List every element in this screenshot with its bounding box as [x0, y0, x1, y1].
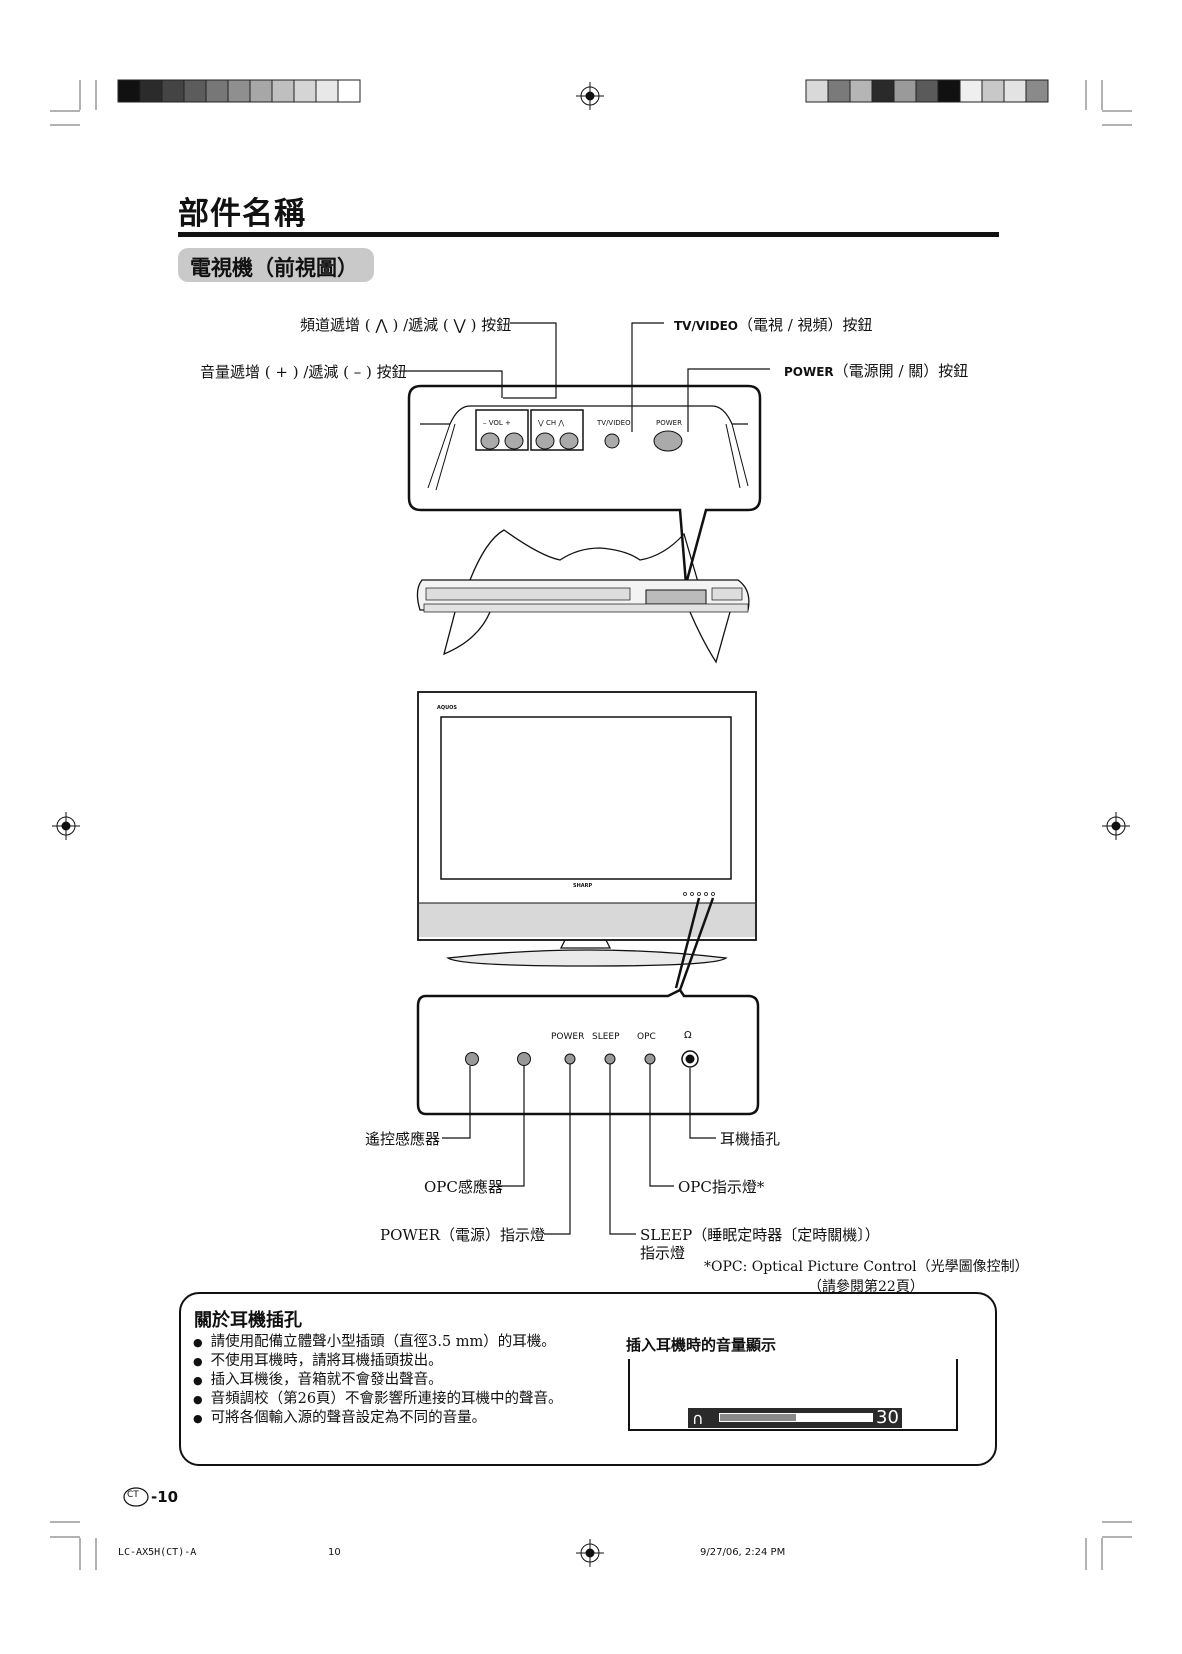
footer-timestamp: 9/27/06, 2:24 PM [700, 1547, 786, 1558]
volume-track [719, 1413, 873, 1422]
page-number-label: -10 [151, 1488, 179, 1506]
panel-label-ch: ⋁ CH ⋀ [538, 419, 565, 427]
callout-opc-indicator: OPC指示燈* [678, 1178, 765, 1196]
region-badge-text: CT [127, 1490, 139, 1500]
footer-page-number: 10 [328, 1547, 341, 1558]
callout-remote-sensor: 遙控感應器 [365, 1130, 441, 1148]
callout-vol-buttons: 音量遞增 ( + ) /遞減 ( – ) 按鈕 [200, 363, 407, 381]
headphone-bullet-list: 請使用配備立體聲小型插頭（直徑3.5 mm）的耳機。 不使用耳機時，請將耳機插頭… [193, 1333, 563, 1428]
indicator-panel-zoom [416, 988, 760, 1235]
registration-color-bar-left [117, 79, 361, 103]
tv-top-view-illustration [416, 529, 750, 664]
volume-value: 30 [876, 1407, 899, 1428]
callout-tvvideo-text: （電視 / 視頻）按鈕 [737, 316, 873, 334]
headphone-symbol-icon: Ω [684, 1030, 692, 1041]
indicator-label-opc: OPC [637, 1032, 656, 1042]
subtitle-pill [178, 248, 374, 282]
callout-ch-buttons: 頻道遞增 ( ⋀ ) /遞減 ( ⋁ ) 按鈕 [300, 316, 512, 334]
panel-label-power: POWER [656, 419, 682, 427]
tv-series-logo: AQUOS [437, 705, 458, 711]
callout-sleep-indicator: SLEEP（睡眠定時器〔定時關機〕） [640, 1226, 880, 1244]
headphone-info-box [179, 1292, 997, 1466]
callout-headphone-jack: 耳機插孔 [720, 1130, 781, 1148]
volume-display-screen [628, 1359, 958, 1431]
title-divider [178, 232, 999, 237]
crop-marks [50, 80, 1132, 1570]
opc-footnote-ref: （請參閱第22頁） [808, 1279, 924, 1295]
page-title: 部件名稱 [178, 196, 306, 232]
panel-label-tvvideo: TV/VIDEO [597, 419, 631, 427]
callout-tvvideo-button: TV/VIDEO（電視 / 視頻）按鈕 [674, 314, 873, 335]
callout-power-indicator: POWER（電源）指示燈 [380, 1226, 546, 1244]
callout-power-prefix: POWER [784, 365, 834, 379]
volume-display-title: 插入耳機時的音量顯示 [626, 1336, 777, 1354]
callout-tvvideo-prefix: TV/VIDEO [674, 319, 738, 333]
registration-color-bar-right [805, 79, 1049, 103]
indicator-label-power: POWER [551, 1032, 585, 1042]
footer-model: LC-AX5H(CT)-A [118, 1547, 197, 1558]
list-item: 可將各個輸入源的聲音設定為不同的音量。 [193, 1409, 563, 1428]
callout-opc-sensor: OPC感應器 [424, 1178, 503, 1196]
opc-footnote: *OPC: Optical Picture Control（光學圖像控制） [704, 1259, 1029, 1275]
headphone-section-title: 關於耳機插孔 [194, 1310, 302, 1331]
registration-target-icon [52, 82, 1130, 1567]
control-panel-zoom [404, 322, 770, 585]
volume-level-fill [720, 1414, 796, 1421]
list-item: 不使用耳機時，請將耳機插頭拔出。 [193, 1352, 563, 1371]
tv-brand-logo: SHARP [573, 883, 593, 889]
region-badge-icon [123, 1487, 149, 1507]
callout-power-button: POWER（電源開 / 關）按鈕 [784, 360, 968, 381]
list-item: 插入耳機後，音箱就不會發出聲音。 [193, 1371, 563, 1390]
section-subtitle: 電視機（前視圖） [190, 256, 358, 280]
callout-sleep-indicator-2: 指示燈 [640, 1244, 686, 1262]
tv-front-view-illustration [417, 691, 757, 991]
indicator-label-sleep: SLEEP [592, 1032, 620, 1042]
list-item: 音頻調校（第26頁）不會影響所連接的耳機中的聲音。 [193, 1390, 563, 1409]
list-item: 請使用配備立體聲小型插頭（直徑3.5 mm）的耳機。 [193, 1333, 563, 1352]
headphone-icon: ∩ [692, 1409, 704, 1428]
panel-label-vol: – VOL + [483, 419, 511, 427]
callout-power-text: （電源開 / 關）按鈕 [833, 362, 969, 380]
